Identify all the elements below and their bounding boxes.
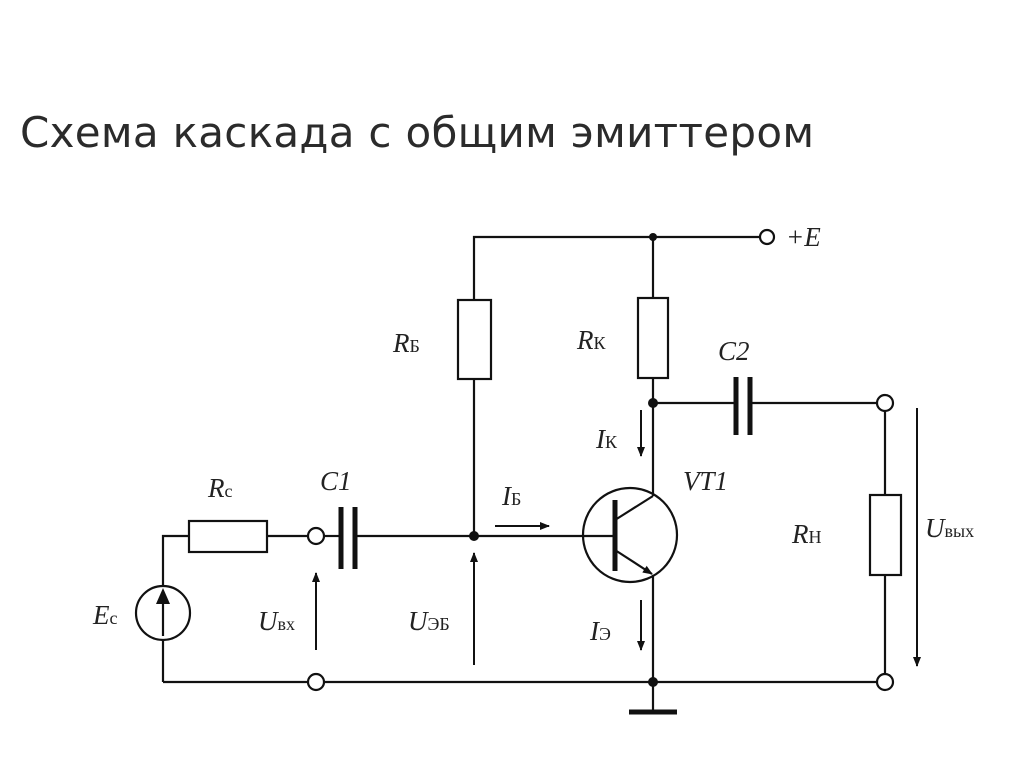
capacitor-c2: [733, 377, 753, 435]
label-rk: RК: [576, 325, 607, 355]
voltage-source-es: [134, 584, 192, 642]
wires: [161, 235, 887, 712]
resistor-rb: [456, 298, 493, 381]
arrows: [312, 408, 921, 667]
label-c1: C1: [320, 466, 352, 496]
label-uin: Uвх: [258, 606, 295, 636]
label-ik: IК: [595, 424, 618, 454]
label-uout: Uвых: [925, 513, 974, 543]
label-ib: IБ: [501, 481, 521, 511]
resistor-rk: [636, 296, 670, 380]
junction-dots: [469, 233, 658, 687]
label-c2: C2: [718, 336, 750, 366]
label-es: Eс: [92, 600, 118, 630]
label-rb: RБ: [392, 328, 420, 358]
label-supply: +E: [786, 222, 821, 252]
label-ie: IЭ: [589, 616, 611, 646]
label-rs: Rс: [207, 473, 233, 503]
transistor-vt1: [581, 486, 679, 584]
label-ueb: UЭБ: [408, 606, 450, 636]
terminals: [306, 228, 895, 692]
resistor-rn: [868, 493, 903, 577]
capacitor-c1: [338, 507, 358, 569]
label-vt1: VT1: [683, 466, 728, 496]
resistor-rs: [187, 519, 269, 554]
slide-title: Схема каскада с общим эмиттером: [20, 108, 815, 157]
label-rn: RН: [791, 519, 822, 549]
